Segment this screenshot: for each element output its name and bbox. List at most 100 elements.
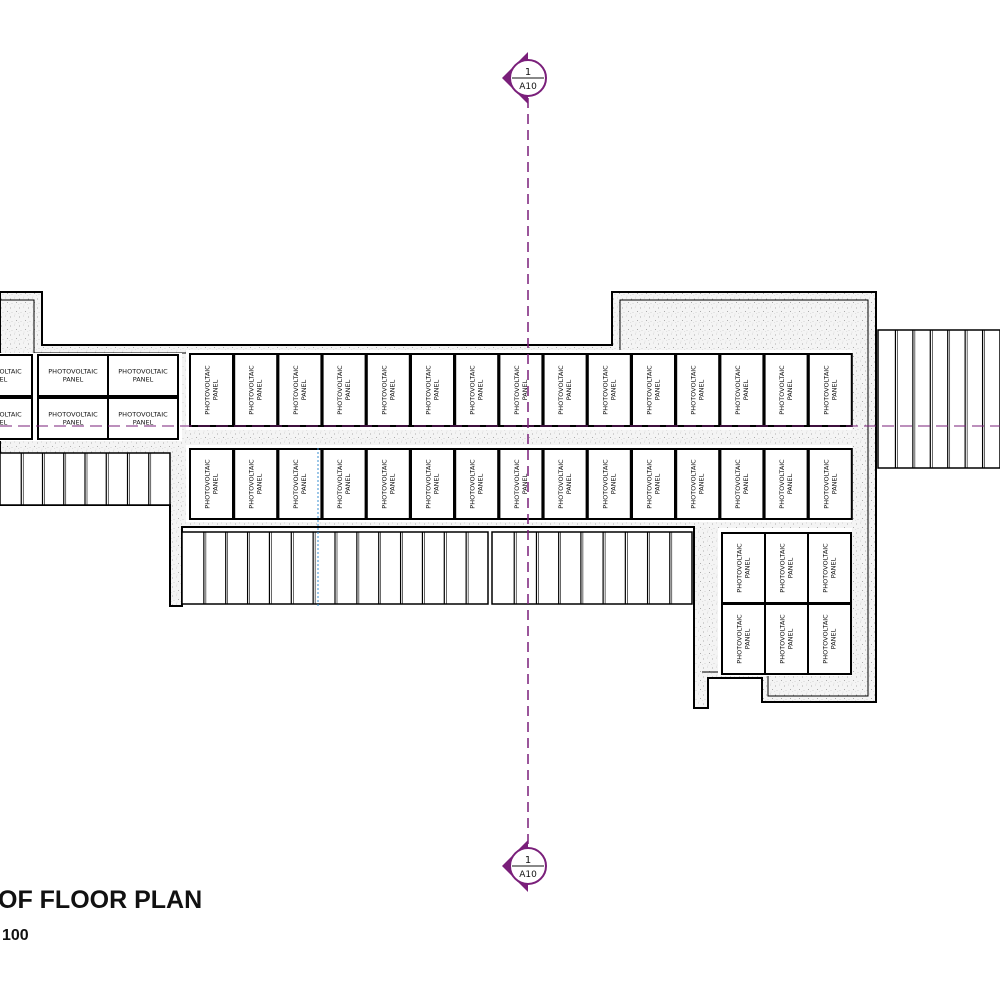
pv-panel-label: PANEL xyxy=(212,473,220,494)
pv-panel-label: PHOTOVOLTAIC xyxy=(380,365,388,415)
pv-panel-label: PANEL xyxy=(786,379,794,400)
pv-panel-label: PHOTOVOLTAIC xyxy=(118,411,168,419)
view-scale: 100 xyxy=(2,927,29,944)
pv-panel-label: PANEL xyxy=(609,379,617,400)
pv-panel-label: PHOTOVOLTAIC xyxy=(292,459,300,509)
section-marker-top[interactable]: 1 A10 xyxy=(502,52,547,104)
pv-panel-label: PANEL xyxy=(787,557,795,578)
section-marker-sheet: A10 xyxy=(519,82,537,92)
pv-panel-label: PHOTOVOLTAIC xyxy=(48,368,98,376)
pv-panel-label: PHOTOVOLTAIC xyxy=(469,365,477,415)
pv-panel-label: PANEL xyxy=(477,379,485,400)
pv-panel-label: PANEL xyxy=(787,628,795,649)
pv-panel-label: PANEL xyxy=(609,473,617,494)
pv-panel-label: PHOTOVOLTAIC xyxy=(557,365,565,415)
pv-panel-label: PHOTOVOLTAIC xyxy=(118,368,168,376)
deck-boards xyxy=(0,329,1000,605)
pv-panel-label: PHOTOVOLTAIC xyxy=(601,365,609,415)
pv-panel-label: PANEL xyxy=(433,473,441,494)
pv-panel-label: PHOTOVOLTAIC xyxy=(336,459,344,509)
pv-panel-label: PANEL xyxy=(830,379,838,400)
pv-panel-label: PANEL xyxy=(388,473,396,494)
pv-panel-label: PHOTOVOLTAIC xyxy=(778,365,786,415)
pv-panel-label: PANEL xyxy=(521,379,529,400)
pv-panel-label: PHOTOVOLTAIC xyxy=(336,365,344,415)
pv-panel-label: PHOTOVOLTAIC xyxy=(779,543,787,593)
pv-panel-label: PHOTOVOLTAIC xyxy=(734,459,742,509)
pv-panel-label: PANEL xyxy=(433,379,441,400)
pv-panel-label: PHOTOVOLTAIC xyxy=(48,411,98,419)
pv-panel-label: PHOTOVOLTAIC xyxy=(736,614,744,664)
pv-panel-label: PANEL xyxy=(654,379,662,400)
pv-panel-label: PANEL xyxy=(63,376,84,384)
pv-panel-label: PANEL xyxy=(830,628,838,649)
pv-panel-label: PANEL xyxy=(744,628,752,649)
section-marker-sheet: A10 xyxy=(519,870,537,880)
pv-panel-label: PANEL xyxy=(521,473,529,494)
pv-panel-label: PANEL xyxy=(742,473,750,494)
pv-panel-label: PHOTOVOLTAIC xyxy=(248,459,256,509)
pv-panel-label: PHOTOVOLTAIC xyxy=(292,365,300,415)
pv-panel-label: PHOTOVOLTAIC xyxy=(425,365,433,415)
pv-panel-label: PANEL xyxy=(477,473,485,494)
pv-panel-label: PANEL xyxy=(786,473,794,494)
section-marker-bottom[interactable]: 1 A10 xyxy=(502,840,547,892)
pv-panel-label: PANEL xyxy=(344,379,352,400)
pv-panel-label: PHOTOVOLTAIC xyxy=(0,411,22,419)
pv-panel-label: PHOTOVOLTAIC xyxy=(822,543,830,593)
pv-panel-label: PANEL xyxy=(300,473,308,494)
pv-panel-label: PANEL xyxy=(388,379,396,400)
pv-panel-label: PHOTOVOLTAIC xyxy=(778,459,786,509)
pv-panel-label: PHOTOVOLTAIC xyxy=(736,543,744,593)
section-marker-number: 1 xyxy=(525,855,531,866)
pv-panel-label: PANEL xyxy=(0,376,8,384)
pv-panel-label: PHOTOVOLTAIC xyxy=(248,365,256,415)
pv-panel-label: PANEL xyxy=(698,379,706,400)
pv-panel-label: PHOTOVOLTAIC xyxy=(204,365,212,415)
pv-panel-label: PHOTOVOLTAIC xyxy=(779,614,787,664)
